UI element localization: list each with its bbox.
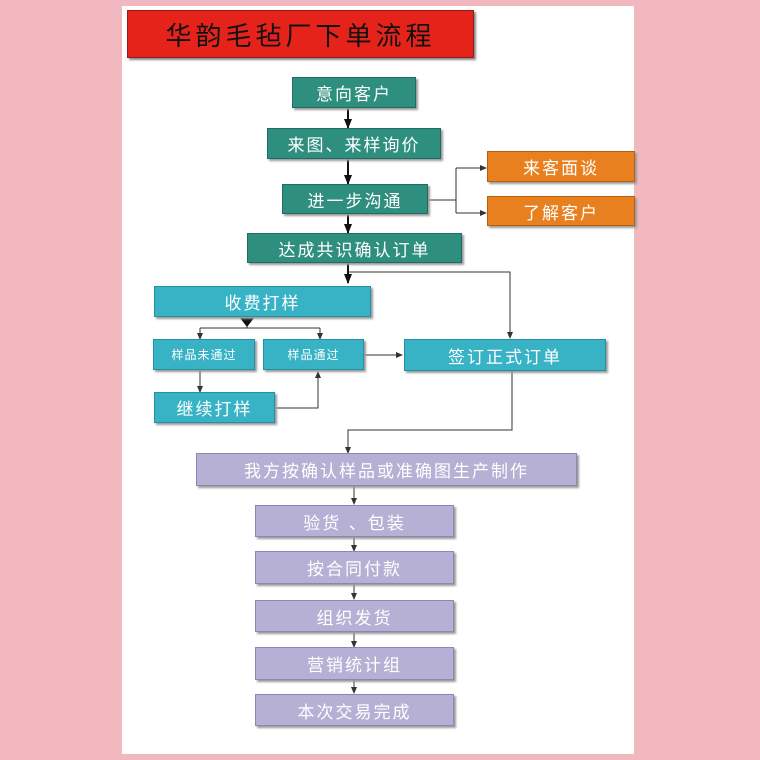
node-ship: 组织发货 (255, 600, 454, 632)
node-continue-sample: 继续打样 (154, 392, 275, 423)
node-intent-customer: 意向客户 (292, 77, 416, 108)
node-consensus-order: 达成共识确认订单 (247, 233, 462, 263)
node-paid-sample: 收费打样 (154, 286, 371, 317)
node-production: 我方按确认样品或准确图生产制作 (196, 453, 577, 486)
connector-sign-to-production (345, 371, 513, 454)
node-know-customer: 了解客户 (487, 196, 635, 226)
node-inspect-pack: 验货 、包装 (255, 505, 454, 537)
connector-continue-to-pass (276, 371, 321, 409)
node-sample-fail: 样品未通过 (153, 339, 255, 370)
node-marketing: 营销统计组 (255, 647, 454, 680)
connector-consensus-to-sign (348, 271, 513, 339)
node-sample-pass: 样品通过 (263, 339, 364, 370)
node-visit-talk: 来客面谈 (487, 151, 635, 182)
page-title: 华韵毛毡厂下单流程 (127, 10, 474, 58)
node-payment: 按合同付款 (255, 551, 454, 584)
node-further-talk: 进一步沟通 (282, 184, 428, 214)
node-complete: 本次交易完成 (255, 694, 454, 726)
connector-further-branch (428, 168, 457, 213)
node-drawing-inquiry: 来图、来样询价 (267, 128, 441, 159)
connector-sample-branch (200, 317, 320, 329)
arrowhead-paid-sample (240, 318, 254, 327)
node-sign-order: 签订正式订单 (404, 339, 606, 371)
